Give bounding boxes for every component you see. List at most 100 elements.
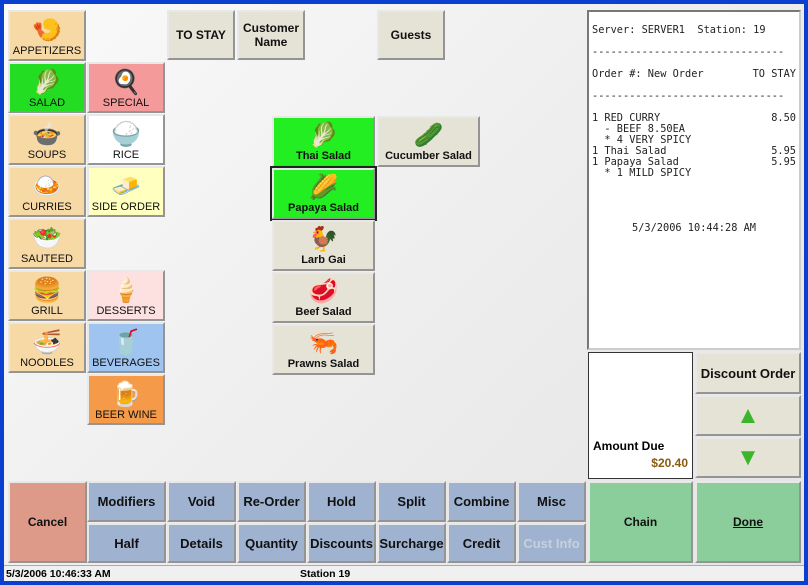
menu-item-larb-gai[interactable]: 🐓Larb Gai — [272, 220, 375, 271]
receipt-line-text: 1 Thai Salad — [592, 145, 667, 157]
status-station: Station 19 — [300, 568, 351, 580]
category-label: RICE — [112, 149, 140, 161]
category-label: BEVERAGES — [92, 357, 160, 369]
item-icon: 🥩 — [308, 278, 339, 305]
quantity-button[interactable]: Quantity — [237, 523, 306, 563]
menu-item-cucumber-salad[interactable]: 🥒Cucumber Salad — [377, 116, 480, 167]
category-grill[interactable]: 🍔GRILL — [8, 270, 86, 321]
status-datetime: 5/3/2006 10:46:33 AM — [6, 568, 111, 580]
item-icon: 🐓 — [308, 226, 339, 253]
hold-button[interactable]: Hold — [307, 481, 376, 522]
details-button[interactable]: Details — [167, 523, 236, 563]
category-icon: 🍚 — [111, 121, 141, 148]
receipt-order-type: TO STAY — [752, 68, 796, 80]
category-curries[interactable]: 🍛CURRIES — [8, 166, 86, 217]
receipt-line-text: 1 Papaya Salad — [592, 156, 679, 168]
receipt-line-price: 5.95 — [771, 156, 796, 168]
amount-due-panel: Amount Due $20.40 — [588, 352, 693, 479]
receipt-line-text: * 1 MILD SPICY — [592, 167, 692, 179]
menu-item-thai-salad[interactable]: 🥬Thai Salad — [272, 116, 375, 167]
up-arrow-icon: ▲ — [736, 401, 760, 429]
receipt-line: * 1 MILD SPICY — [592, 168, 796, 179]
discounts-button[interactable]: Discounts — [307, 523, 376, 563]
category-desserts[interactable]: 🍦DESSERTS — [87, 270, 165, 321]
category-icon: 🍜 — [32, 329, 62, 356]
receipt-line-text: 1 RED CURRY — [592, 112, 661, 124]
credit-button[interactable]: Credit — [447, 523, 516, 563]
category-icon: 🍤 — [32, 17, 62, 44]
receipt-server-line: Server: SERVER1 Station: 19 — [592, 24, 766, 36]
scroll-down-button[interactable]: ▼ — [695, 437, 801, 478]
re-order-button[interactable]: Re-Order — [237, 481, 306, 522]
split-button[interactable]: Split — [377, 481, 446, 522]
category-label: SOUPS — [27, 149, 67, 161]
void-button[interactable]: Void — [167, 481, 236, 522]
discount-order-button[interactable]: Discount Order — [695, 352, 801, 394]
half-button[interactable]: Half — [87, 523, 166, 563]
category-label: NOODLES — [20, 357, 74, 369]
cancel-button[interactable]: Cancel — [8, 481, 87, 563]
category-rice[interactable]: 🍚RICE — [87, 114, 165, 165]
down-arrow-icon: ▼ — [736, 443, 760, 471]
receipt-line-text: - BEEF 8.50EA — [592, 123, 685, 135]
category-label: BEER WINE — [95, 409, 157, 421]
category-icon: 🍺 — [111, 381, 141, 408]
category-beverages[interactable]: 🥤BEVERAGES — [87, 322, 165, 373]
menu-item-papaya-salad[interactable]: 🌽Papaya Salad — [270, 166, 377, 221]
category-label: CURRIES — [22, 201, 72, 213]
receipt-line: 1 Papaya Salad 5.95 — [592, 157, 796, 168]
surcharge-button[interactable]: Surcharge — [377, 523, 446, 563]
category-label: SAUTEED — [21, 253, 73, 265]
category-special[interactable]: 🍳SPECIAL — [87, 62, 165, 113]
category-sauteed[interactable]: 🥗SAUTEED — [8, 218, 86, 269]
menu-item-beef-salad[interactable]: 🥩Beef Salad — [272, 272, 375, 323]
category-icon: 🍛 — [32, 173, 62, 200]
category-noodles[interactable]: 🍜NOODLES — [8, 322, 86, 373]
done-button[interactable]: Done — [695, 481, 801, 563]
category-icon: 🍔 — [32, 277, 62, 304]
receipt-line: 1 Thai Salad 5.95 — [592, 146, 796, 157]
receipt-line: * 4 VERY SPICY — [592, 135, 796, 146]
scroll-up-button[interactable]: ▲ — [695, 395, 801, 436]
receipt-separator: ------------------------------- — [592, 90, 785, 102]
receipt-separator: ------------------------------- — [592, 46, 785, 58]
item-label: Prawns Salad — [287, 358, 360, 370]
category-salad[interactable]: 🥬SALAD — [8, 62, 86, 113]
receipt-timestamp: 5/3/2006 10:44:28 AM — [632, 222, 756, 234]
item-label: Thai Salad — [295, 150, 352, 162]
category-icon: 🍦 — [111, 277, 141, 304]
cust-info-button[interactable]: Cust Info — [517, 523, 586, 563]
category-label: SPECIAL — [102, 97, 150, 109]
misc-button[interactable]: Misc — [517, 481, 586, 522]
category-appetizers[interactable]: 🍤APPETIZERS — [8, 10, 86, 61]
customer-name-button[interactable]: Customer Name — [237, 10, 305, 60]
combine-button[interactable]: Combine — [447, 481, 516, 522]
category-soups[interactable]: 🍲SOUPS — [8, 114, 86, 165]
guests-button[interactable]: Guests — [377, 10, 445, 60]
receipt-line: - BEEF 8.50EA — [592, 124, 796, 135]
category-label: DESSERTS — [96, 305, 156, 317]
category-label: SIDE ORDER — [91, 201, 161, 213]
category-side-order[interactable]: 🧈SIDE ORDER — [87, 166, 165, 217]
receipt-line-price: 5.95 — [771, 145, 796, 157]
category-icon: 🥬 — [32, 69, 62, 96]
item-icon: 🥬 — [308, 122, 339, 149]
pos-window: 🍤APPETIZERS🥬SALAD🍳SPECIAL🍲SOUPS🍚RICE🍛CUR… — [4, 4, 804, 581]
menu-item-prawns-salad[interactable]: 🦐Prawns Salad — [272, 324, 375, 375]
item-label: Beef Salad — [295, 306, 352, 318]
category-icon: 🥤 — [111, 329, 141, 356]
modifiers-button[interactable]: Modifiers — [87, 481, 166, 522]
item-icon: 🌽 — [308, 174, 339, 201]
receipt-line-text: * 4 VERY SPICY — [592, 134, 692, 146]
amount-due-value: $20.40 — [651, 456, 688, 470]
amount-due-label: Amount Due — [593, 439, 665, 453]
receipt-order-number: Order #: New Order — [592, 68, 704, 80]
category-icon: 🍳 — [111, 69, 141, 96]
category-beer-wine[interactable]: 🍺BEER WINE — [87, 374, 165, 425]
chain-button[interactable]: Chain — [588, 481, 693, 563]
to-stay-button[interactable]: TO STAY — [167, 10, 235, 60]
category-icon: 🍲 — [32, 121, 62, 148]
category-label: APPETIZERS — [12, 45, 82, 57]
item-label: Larb Gai — [301, 254, 346, 266]
